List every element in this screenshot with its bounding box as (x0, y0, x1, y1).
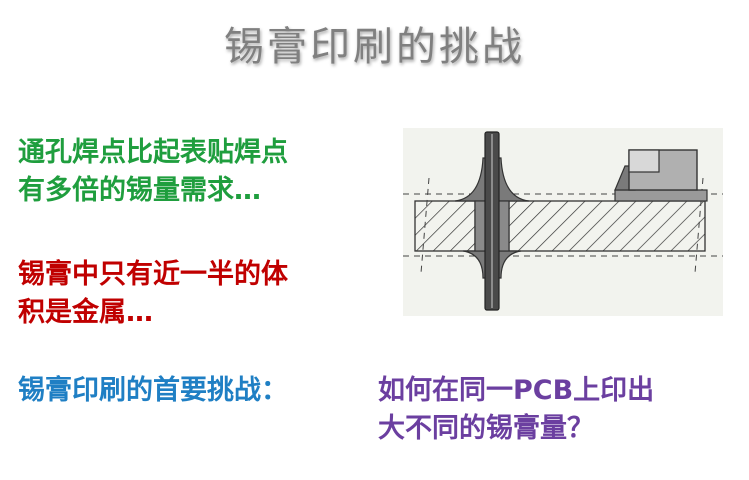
paragraph-line: 如何在同一PCB上印出 (378, 375, 655, 406)
smt-component-cap (628, 149, 660, 173)
solder-joint-diagram (403, 128, 723, 316)
smt-pad (614, 189, 708, 202)
paragraph-line: 锡膏印刷的首要挑战： (18, 375, 288, 406)
paragraph-through-hole-volume: 通孔焊点比起表贴焊点 有多倍的锡量需求… (18, 134, 378, 210)
pcb-board-left (414, 200, 476, 252)
pcb-board-right (508, 200, 706, 252)
paragraph-line: 大不同的锡膏量？ (378, 413, 594, 444)
paragraph-metal-content: 锡膏中只有近一半的体 积是金属… (18, 256, 378, 332)
paragraph-line: 积是金属… (18, 297, 153, 328)
paragraph-main-challenge-question: 如何在同一PCB上印出 大不同的锡膏量？ (378, 372, 738, 448)
paragraph-line: 锡膏中只有近一半的体 (18, 259, 288, 290)
paragraph-line: 有多倍的锡量需求… (18, 175, 261, 206)
left-vertical-dash (420, 177, 430, 274)
paragraph-main-challenge-label: 锡膏印刷的首要挑战： (18, 372, 358, 410)
slide-title: 锡膏印刷的挑战 (224, 24, 525, 70)
paragraph-line: 通孔焊点比起表贴焊点 (18, 137, 288, 168)
